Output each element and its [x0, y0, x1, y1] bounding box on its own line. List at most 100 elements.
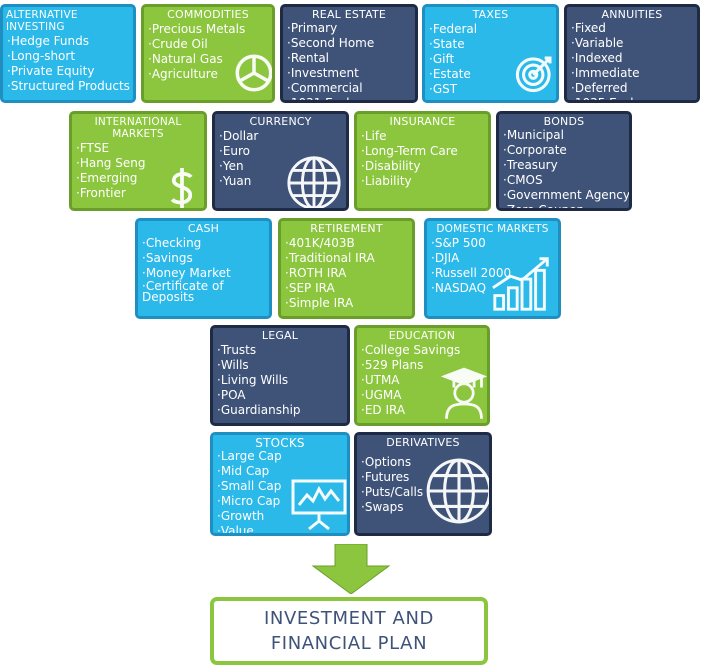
tile-title: Commodities: [167, 8, 249, 21]
tile-currency: Currency DollarEuroYenYuan: [212, 111, 349, 211]
tile-item: Federal: [429, 22, 556, 37]
tile-retirement: Retirement 401K/403BTraditional IRAROTH …: [278, 218, 415, 319]
tile-item: Indexed: [571, 51, 697, 66]
tile-item: Hedge Funds: [7, 34, 133, 49]
tile-item: Yen: [219, 159, 346, 174]
tile-item-list: FixedVariableIndexedImmediateDeferred103…: [567, 21, 697, 100]
tile-item: Wills: [217, 358, 347, 373]
tile-item: Certificate of Deposits: [142, 280, 269, 303]
tile-item: Options: [361, 455, 489, 470]
tile-cash: Cash CheckingSavingsMoney MarketCertific…: [135, 218, 272, 319]
tile-item: Large Cap: [217, 449, 347, 464]
tile-item: Agriculture: [148, 67, 272, 82]
tile-item: Government Agency: [503, 188, 629, 203]
tile-item-list: S&P 500DJIARussell 2000NASDAQ: [427, 236, 558, 296]
tile-derivatives: Derivatives OptionsFuturesPuts/CallsSwap…: [354, 432, 492, 536]
tile-item: SEP IRA: [285, 281, 412, 296]
tile-title: International Markets: [94, 116, 182, 140]
tile-item: FTSE: [76, 141, 204, 156]
tile-item: Money Market: [142, 266, 269, 281]
tile-title: Cash: [187, 222, 220, 235]
tile-real-estate: Real Estate PrimarySecond HomeRentalInve…: [280, 4, 418, 103]
tile-title: Retirement: [310, 222, 383, 235]
tile-item: Yuan: [219, 174, 346, 189]
tile-item: ED IRA: [361, 403, 487, 418]
tile-item: Commercial: [287, 81, 415, 96]
tile-item: Investment: [287, 66, 415, 81]
tile-item: Dollar: [219, 129, 346, 144]
tile-item: College Savings: [361, 343, 487, 358]
tile-item-list: Hedge FundsLong-shortPrivate EquityStruc…: [3, 34, 133, 94]
tile-item: Trusts: [217, 343, 347, 358]
tile-item: Precious Metals: [148, 22, 272, 37]
tile-title: Legal: [261, 329, 299, 342]
tile-bonds: Bonds MunicipalCorporateTreasuryCMOSGove…: [496, 111, 632, 211]
tile-item-list: 401K/403BTraditional IRAROTH IRASEP IRAS…: [281, 236, 412, 311]
tile-insurance: Insurance LifeLong-Term CareDisabilityLi…: [354, 111, 491, 211]
tile-item-list: LifeLong-Term CareDisabilityLiability: [357, 129, 488, 189]
tile-title: Insurance: [389, 115, 456, 128]
tile-item: Structured Products: [7, 79, 133, 94]
tile-item: Russell 2000: [431, 266, 558, 281]
tile-international-markets: International Markets FTSEHang SengEmerg…: [69, 111, 207, 211]
tile-item: Hang Seng: [76, 156, 204, 171]
tile-title: Education: [388, 329, 456, 342]
tile-item: Emerging: [76, 171, 204, 186]
tile-item: Traditional IRA: [285, 251, 412, 266]
tile-item: 401K/403B: [285, 236, 412, 251]
tile-item: Puts/Calls: [361, 485, 489, 500]
tile-item: NASDAQ: [431, 281, 558, 296]
tile-item: Fixed: [571, 21, 697, 36]
tile-item: 1035 Exchange: [571, 96, 697, 100]
tile-item: Mid Cap: [217, 464, 347, 479]
tile-item: UTMA: [361, 373, 487, 388]
tile-stocks: Stocks Large CapMid CapSmall CapMicro Ca…: [210, 432, 350, 536]
tile-item: Second Home: [287, 36, 415, 51]
tile-item: Crude Oil: [148, 37, 272, 52]
tile-item: Natural Gas: [148, 52, 272, 67]
tile-item: Liability: [361, 174, 488, 189]
tile-item: Treasury: [503, 158, 629, 173]
tile-item: Gift: [429, 52, 556, 67]
tile-title: Stocks: [255, 436, 305, 450]
tile-item: Zero Coupon: [503, 203, 629, 208]
tile-item: Futures: [361, 470, 489, 485]
tile-item-list: Precious MetalsCrude OilNatural GasAgric…: [144, 22, 272, 82]
tile-title: Annuities: [601, 8, 663, 21]
tile-item: Variable: [571, 36, 697, 51]
tile-item: UGMA: [361, 388, 487, 403]
tile-item: 1031 Exchange: [287, 96, 415, 100]
tile-item: Growth: [217, 509, 347, 524]
tile-item: ROTH IRA: [285, 266, 412, 281]
tile-annuities: Annuities FixedVariableIndexedImmediateD…: [564, 4, 700, 103]
tile-title: Alternative Investing: [6, 9, 78, 33]
investment-financial-plan-box: INVESTMENT AND FINANCIAL PLAN: [210, 597, 488, 665]
tile-item-list: Large CapMid CapSmall CapMicro CapGrowth…: [213, 449, 347, 533]
tile-item: Private Equity: [7, 64, 133, 79]
tile-item: State: [429, 37, 556, 52]
tile-alternative-investing: Alternative Investing Hedge FundsLong-sh…: [0, 4, 136, 103]
tile-item: Value: [217, 524, 347, 533]
tile-item: Life: [361, 129, 488, 144]
tile-item: CMOS: [503, 173, 629, 188]
tile-item-list: DollarEuroYenYuan: [215, 129, 346, 189]
tile-title: Taxes: [472, 8, 509, 21]
tile-item: Savings: [142, 251, 269, 266]
tile-item: GST: [429, 82, 556, 97]
tile-item: Micro Cap: [217, 494, 347, 509]
tile-item: Estate: [429, 67, 556, 82]
tile-item: Deferred: [571, 81, 697, 96]
tile-item: Small Cap: [217, 479, 347, 494]
tile-item: Disability: [361, 159, 488, 174]
tile-commodities: Commodities Precious MetalsCrude OilNatu…: [141, 4, 275, 103]
tile-title: Currency: [249, 115, 312, 128]
tile-item-list: College Savings529 PlansUTMAUGMAED IRA: [357, 343, 487, 418]
tile-item: POA: [217, 388, 347, 403]
tile-domestic-markets: Domestic Markets S&P 500DJIARussell 2000…: [424, 218, 561, 319]
tile-item-list: FTSEHang SengEmergingFrontier: [72, 141, 204, 201]
tile-item: Swaps: [361, 500, 489, 515]
tile-item: Frontier: [76, 186, 204, 201]
tile-taxes: Taxes FederalStateGiftEstateGST: [422, 4, 559, 103]
tile-education: Education College Savings529 PlansUTMAUG…: [354, 325, 490, 426]
tile-item: Corporate: [503, 143, 629, 158]
